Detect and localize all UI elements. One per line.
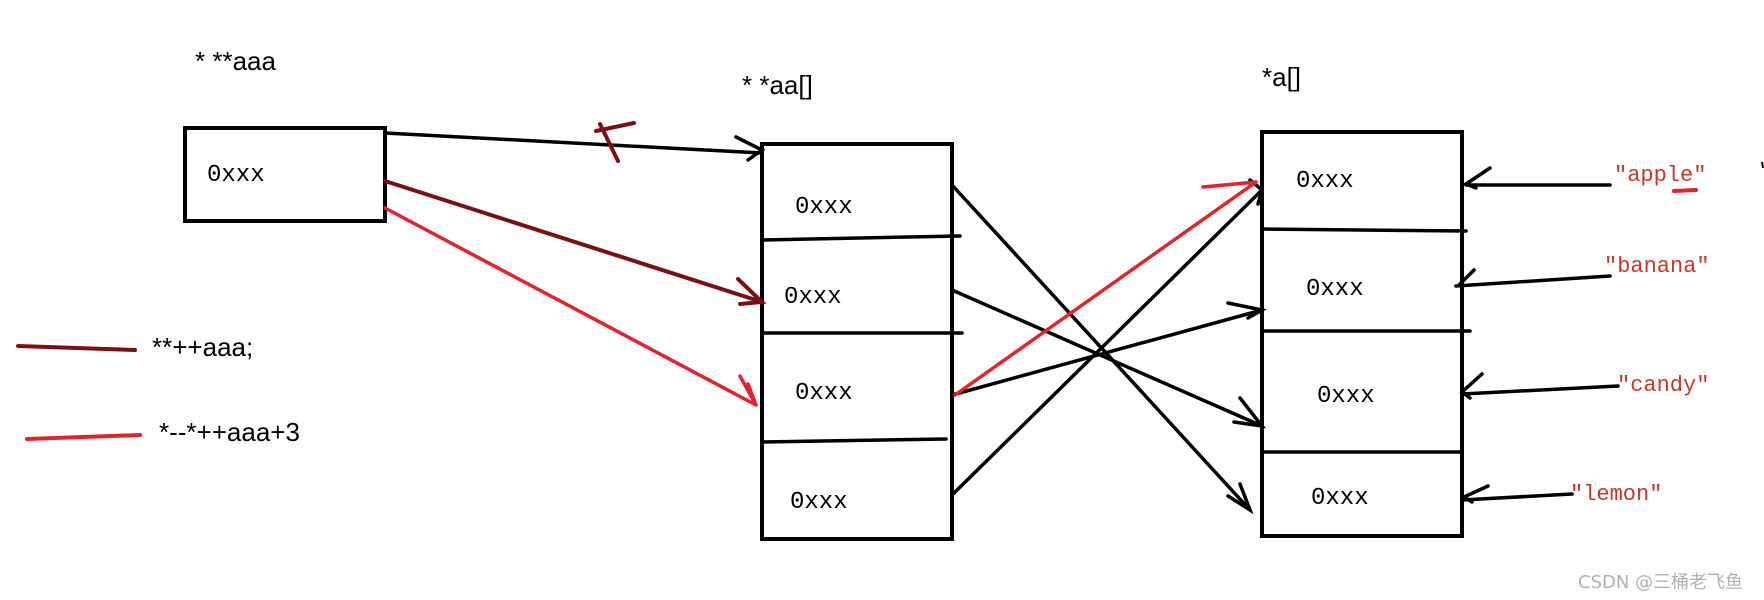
aa-cell-2: 0xxx bbox=[795, 380, 853, 407]
arrow-banana-to-a1 bbox=[1454, 268, 1612, 290]
arrow-lemon-to-a3 bbox=[1460, 484, 1574, 504]
aa-box bbox=[760, 142, 954, 541]
a-cell-0: 0xxx bbox=[1296, 168, 1354, 195]
aa-cell-0: 0xxx bbox=[795, 194, 853, 221]
arrow-candy-to-a2 bbox=[1459, 372, 1620, 400]
aa-cell-3: 0xxx bbox=[790, 489, 848, 516]
a-cell-3: 0xxx bbox=[1311, 485, 1369, 512]
legend-label-1: *--*++aaa+3 bbox=[159, 417, 300, 447]
title-aaa: * **aaa bbox=[195, 46, 276, 76]
arrow-red-aaa-to-aa2 bbox=[383, 206, 758, 407]
aa-divider bbox=[760, 437, 948, 444]
string-banana: "banana" bbox=[1604, 254, 1710, 279]
title-aa: * *aa[] bbox=[742, 70, 813, 100]
arrow-red-aa2-to-a0 bbox=[953, 180, 1258, 397]
aaa-cell: 0xxx bbox=[207, 162, 265, 189]
string-lemon: "lemon" bbox=[1570, 482, 1662, 507]
title-a: *a[] bbox=[1262, 62, 1301, 92]
legend-label-0: **++aaa; bbox=[152, 332, 253, 362]
legend-swatch-darkred bbox=[16, 344, 137, 352]
a-cell-2: 0xxx bbox=[1317, 383, 1375, 410]
aaa-box bbox=[183, 126, 387, 223]
a-cell-1: 0xxx bbox=[1306, 276, 1364, 303]
cross-mark bbox=[594, 121, 636, 163]
arrow-aa3-to-a0 bbox=[950, 178, 1264, 497]
watermark: CSDN @三桶老飞鱼 bbox=[1578, 572, 1743, 593]
aa-divider bbox=[760, 234, 962, 242]
legend: **++aaa; *--*++aaa+3 bbox=[16, 332, 300, 447]
string-apple: "apple" bbox=[1614, 163, 1706, 188]
a-array: 0xxx 0xxx 0xxx 0xxx bbox=[1260, 130, 1472, 538]
arrow-darkred-aaa-to-aa1 bbox=[383, 179, 767, 306]
arrow-apple-to-a0 bbox=[1462, 166, 1612, 190]
arrow-aaa-to-aa0 bbox=[383, 131, 766, 162]
a-divider bbox=[1260, 227, 1468, 233]
a-box bbox=[1260, 130, 1464, 538]
apple-underline bbox=[1672, 188, 1698, 193]
edge-mark bbox=[1761, 161, 1764, 169]
aa-cell-1: 0xxx bbox=[784, 284, 842, 311]
legend-swatch-red bbox=[25, 433, 142, 441]
arrow-aa2-to-a1 bbox=[950, 301, 1267, 397]
arrow-aa1-to-a2 bbox=[950, 288, 1267, 429]
string-candy: "candy" bbox=[1617, 373, 1709, 398]
aa-array: 0xxx 0xxx 0xxx 0xxx bbox=[760, 142, 964, 541]
